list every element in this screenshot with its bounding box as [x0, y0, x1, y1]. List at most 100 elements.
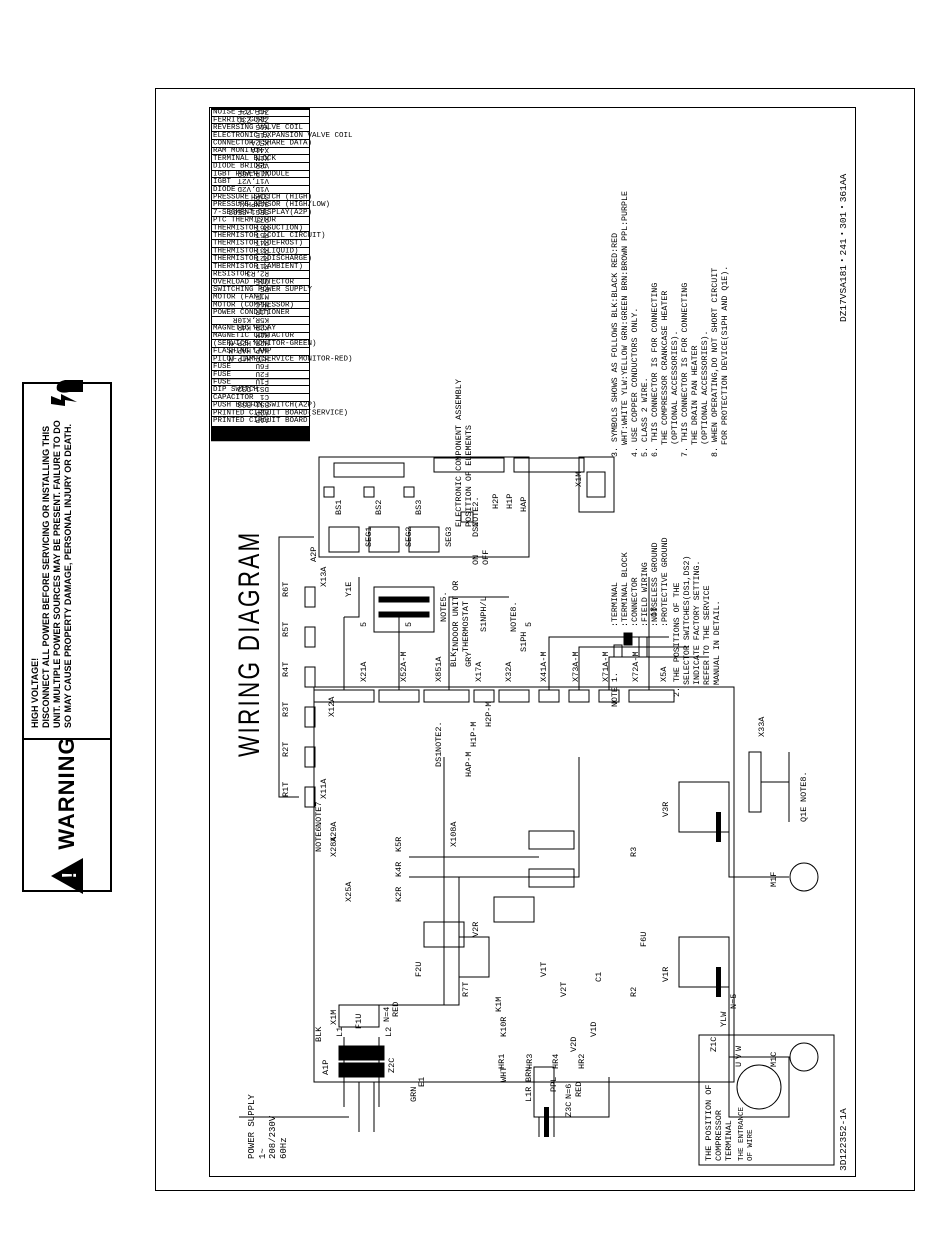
label-x851a: X851A — [434, 656, 444, 682]
warning-line: DISCONNECT ALL POWER BEFORE SERVICING OR… — [41, 425, 51, 728]
label-k1m: K1M — [494, 996, 504, 1012]
electric-shock-icon — [24, 376, 110, 410]
label-x11a: X11A — [319, 778, 329, 799]
label-a2p: A2P — [309, 546, 319, 562]
label-x33a: X33A — [757, 716, 767, 737]
label-compressor-terminal-3: TERMINAL — [724, 1120, 734, 1161]
label-v1d: V1D — [589, 1021, 599, 1037]
label-seg1: SEG1 — [364, 526, 374, 547]
label-note5: NOTE5. — [439, 591, 449, 622]
label-grn: GRN — [409, 1086, 419, 1102]
label-x1m-detail: X1M — [574, 471, 584, 487]
label-note8: NOTE8. — [509, 601, 519, 632]
label-r2t: R2T — [281, 741, 291, 757]
warning-header: ! WARNING — [24, 736, 110, 894]
label-r7t: R7T — [461, 981, 471, 997]
note-line: 4. USE COPPER CONDUCTORS ONLY. — [631, 307, 640, 457]
label-r3t: R3T — [281, 701, 291, 717]
label-x41a: X41A-M — [539, 651, 549, 682]
label-elec-assembly-1: ELECTRONIC COMPONENT ASSEMBLY — [454, 379, 464, 527]
label-off: OFF — [481, 549, 491, 565]
label-l1r: L1R — [524, 1086, 534, 1102]
label-z3c: Z3C — [564, 1101, 574, 1117]
note-line: THE COMPRESSOR CRANKCASE HEATER — [661, 290, 670, 445]
label-elec-assembly-2: POSITION OF ELEMENTS — [464, 424, 474, 527]
power-supply-label: POWER SUPPLY 1~ 208/230V 60Hz — [247, 1094, 289, 1159]
label-x13a: X13A — [319, 566, 329, 587]
label-k5r: K5R — [394, 836, 404, 852]
label-blk-indoor: BLK — [449, 651, 459, 667]
label-ppl: PPL — [549, 1076, 559, 1092]
label-s1nph: S1NPH/L — [479, 596, 489, 632]
note-line: 3. SYMBOLS SHOWS AS FOLLOWS BLK:BLACK RE… — [611, 232, 620, 457]
label-y1e: Y1E — [344, 581, 354, 597]
label-v: V — [734, 1053, 744, 1059]
label-ylw: YLW — [719, 1011, 729, 1027]
label-x108a: X108A — [449, 821, 459, 847]
label-r4t: R4T — [281, 661, 291, 677]
outer-frame — [155, 88, 915, 1191]
label-red-2: RED — [574, 1081, 584, 1097]
label-x17a: X17A — [474, 661, 484, 682]
note-line: INDICATE FACTORY SETTING. — [693, 560, 702, 685]
label-r2: R2 — [629, 986, 639, 997]
label-bs3: BS3 — [414, 499, 424, 515]
label-x29a: X29A — [329, 821, 339, 842]
power-supply-line: 1~ — [257, 1148, 268, 1159]
legend-row-divider — [211, 108, 310, 109]
label-q1e: Q1E — [799, 806, 809, 822]
label-x1m: X1M — [329, 1009, 339, 1025]
label-on: ON — [471, 554, 481, 565]
label-count-5c: 5 — [524, 621, 534, 627]
label-m1c: M1C — [769, 1051, 779, 1067]
label-r5t: R5T — [281, 621, 291, 637]
label-h1p: H1P — [505, 493, 515, 509]
label-thermostat: THERMOSTAT — [461, 600, 471, 652]
note-line: :TERMINAL — [611, 582, 620, 627]
label-note2-a1p: NOTE2. — [434, 721, 444, 752]
document-number: 3D122352-1A — [838, 1108, 849, 1171]
label-f2u: F2U — [414, 961, 424, 977]
label-hr3: HR3 — [525, 1053, 535, 1069]
label-r3: R3 — [629, 846, 639, 857]
note-line: 2. THE POSITIONS OF THE — [673, 582, 682, 697]
power-supply-line: 60Hz — [278, 1137, 289, 1159]
label-f6u: F6U — [639, 931, 649, 947]
note-line: :PROTECTIVE GROUND — [661, 537, 670, 627]
warning-label: ! WARNING HIGH VOLTAGE! DISCONNECT ALL P… — [22, 380, 112, 894]
label-h2p-m: H2P-M — [484, 701, 494, 727]
warning-title: WARNING — [54, 736, 79, 850]
warning-text: HIGH VOLTAGE! DISCONNECT ALL POWER BEFOR… — [24, 410, 110, 738]
label-x32a: X32A — [504, 661, 514, 682]
label-n6: N=6 — [564, 1083, 574, 1099]
label-n5: N=5 — [729, 993, 739, 1009]
warning-triangle-icon: ! — [51, 857, 83, 894]
power-supply-line: POWER SUPPLY — [247, 1094, 257, 1159]
label-count-5b: 5 — [404, 621, 414, 627]
label-u: U — [734, 1061, 744, 1067]
label-v1t: V1T — [539, 961, 549, 977]
label-hr1: HR1 — [497, 1053, 507, 1069]
label-l2: L2 — [384, 1026, 394, 1037]
note-line: SELECTOR SWITCHES(DS1,DS2) — [683, 555, 692, 685]
warning-line: SO MAY CAUSE PROPERTY DAMAGE, PERSONAL I… — [63, 423, 73, 728]
label-x52a: X52A-M — [399, 651, 409, 682]
label-hr4: HR4 — [551, 1053, 561, 1069]
label-compressor-terminal-1: THE POSITION OF — [704, 1084, 714, 1161]
note-line: :NOISELESS GROUND — [651, 542, 660, 627]
label-x73a: X73A-M — [571, 651, 581, 682]
label-note7: NOTE7 — [314, 801, 324, 827]
legend-description: NOISE FILTER — [213, 108, 268, 117]
warning-box: ! WARNING HIGH VOLTAGE! DISCONNECT ALL P… — [22, 380, 112, 894]
note-line: FOR PROTECTION DEVICE(S1PH AND Q1E). — [721, 265, 730, 445]
note-line: (OPTIONAL ACCESSORIES). — [701, 330, 710, 445]
a1p-board-outline — [313, 686, 735, 1083]
label-v2r: V2R — [471, 921, 481, 937]
label-c1: C1 — [594, 971, 604, 982]
label-seg3: SEG3 — [444, 526, 454, 547]
warning-line: HIGH VOLTAGE! — [30, 657, 40, 728]
note-line: :TERMINAL BLOCK — [621, 552, 630, 627]
legend-row-divider — [211, 324, 310, 325]
note-line: NOTE 1. — [611, 672, 620, 707]
